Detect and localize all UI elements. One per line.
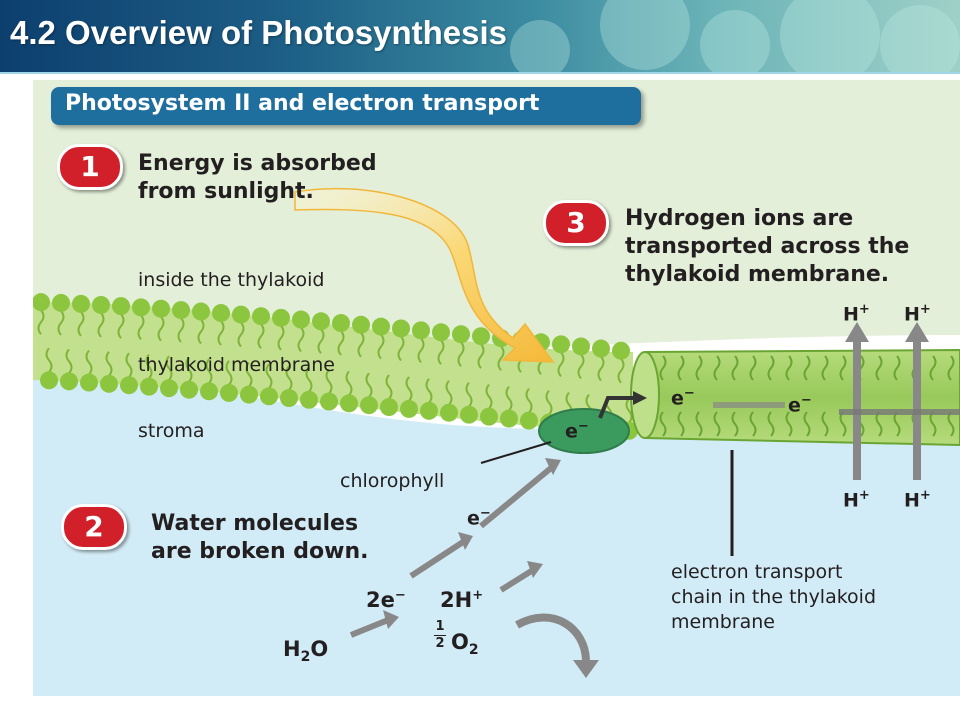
header-cell-decoration xyxy=(700,10,770,74)
chlorophyll-label: chlorophyll xyxy=(340,470,445,492)
header-cell-decoration xyxy=(510,20,570,74)
diagram-title-badge: Photosystem II and electron transport xyxy=(51,87,641,125)
step-3-text: Hydrogen ions are transported across the t… xyxy=(625,205,909,289)
h-ion-bottom-2: H+ xyxy=(904,488,931,512)
thylakoid-membrane-label: thylakoid membrane xyxy=(138,354,335,376)
oxygen-label: O2 xyxy=(451,630,479,659)
step2-line-2: are broken down. xyxy=(151,539,369,564)
header-cell-decoration xyxy=(600,0,690,70)
h-ion-top-1: H+ xyxy=(843,302,870,326)
h-ion-top-2: H+ xyxy=(904,302,931,326)
thylakoid-membrane-band xyxy=(33,302,633,432)
diagram-title: Photosystem II and electron transport xyxy=(65,91,540,116)
step-3-badge: 3 xyxy=(543,200,609,246)
h-ion-bottom-1: H+ xyxy=(843,488,870,512)
header-divider xyxy=(0,72,960,74)
stroma-label: stroma xyxy=(138,420,205,442)
diagram-canvas xyxy=(33,80,960,696)
step-2-badge: 2 xyxy=(61,504,127,550)
step-1-text: Energy is absorbed from sunlight. xyxy=(138,150,377,206)
header-cell-decoration xyxy=(880,5,960,74)
hydrogen-ion-arrows xyxy=(839,322,960,480)
lipid-tails xyxy=(37,309,633,424)
etc-electron-1: e− xyxy=(671,386,695,410)
inside-thylakoid-region xyxy=(33,80,960,350)
etc-electron-2: e− xyxy=(788,393,812,417)
etcLabel-line-2: chain in the thylakoid xyxy=(671,586,877,608)
reaction-arrows xyxy=(349,458,599,678)
step3-line-2: transported across the xyxy=(625,234,910,259)
step-1-badge: 1 xyxy=(57,144,123,190)
header-cell-decoration xyxy=(780,0,880,74)
step3-line-3: thylakoid membrane. xyxy=(625,262,890,287)
slide-title: 4.2 Overview of Photosynthesis xyxy=(10,14,507,51)
step-2-text: Water molecules are broken down. xyxy=(151,510,368,566)
step1-line-1: Energy is absorbed xyxy=(138,151,377,176)
photosystem-figure: Photosystem II and electron transport 1 … xyxy=(33,80,960,696)
electron-flow-arrows xyxy=(598,391,785,419)
released-electron: e− xyxy=(467,506,491,530)
step3-line-1: Hydrogen ions are xyxy=(625,206,854,231)
chlorophyll-electron: e− xyxy=(565,419,589,443)
etcLabel-line-3: membrane xyxy=(671,611,775,633)
chlorophyll-pointer xyxy=(480,441,552,464)
slide-header: 4.2 Overview of Photosynthesis xyxy=(0,0,960,74)
two-hydrogen-ions-label: 2H+ xyxy=(440,588,484,612)
electron-transport-protein xyxy=(630,348,960,447)
water-label: H2O xyxy=(283,637,329,666)
inside-thylakoid-label: inside the thylakoid xyxy=(138,269,325,291)
chlorophyll-molecule xyxy=(538,408,630,454)
etcLabel-line-1: electron transport xyxy=(671,561,843,583)
step2-line-1: Water molecules xyxy=(151,511,359,536)
step1-line-2: from sunlight. xyxy=(138,179,314,204)
stroma-region xyxy=(33,370,960,696)
two-electrons-label: 2e− xyxy=(366,588,406,612)
sunlight-arrow xyxy=(294,187,555,363)
lipid-heads xyxy=(33,293,638,440)
etc-label: electron transport chain in the thylakoid… xyxy=(671,560,876,635)
